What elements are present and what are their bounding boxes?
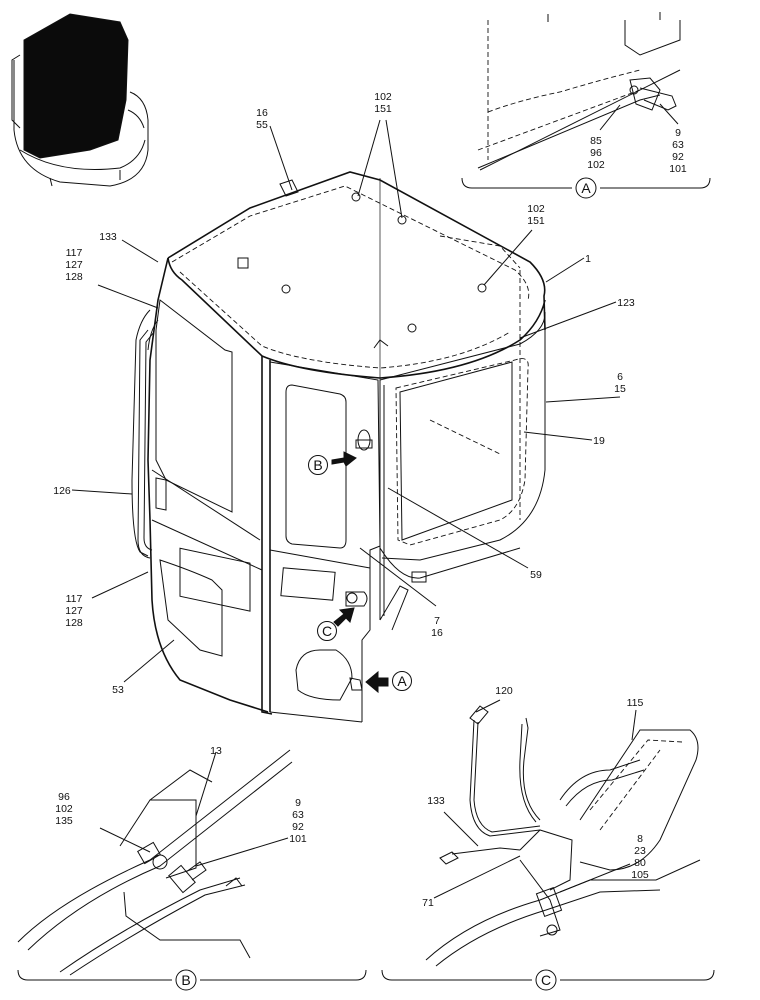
operator-cab-assembly bbox=[131, 171, 546, 723]
part-label-123: 123 bbox=[617, 297, 635, 309]
part-label-13: 13 bbox=[210, 745, 222, 757]
part-label-1: 1 bbox=[585, 253, 591, 265]
part-label-71: 71 bbox=[422, 897, 434, 909]
detail-b-callout: B bbox=[181, 972, 190, 988]
leader-lines bbox=[71, 119, 621, 683]
part-label-126: 126 bbox=[53, 485, 71, 497]
part-label-133: 133 bbox=[99, 231, 117, 243]
part-label-53: 53 bbox=[112, 684, 124, 696]
svg-text:C: C bbox=[322, 623, 332, 639]
detail-c-view: C bbox=[381, 699, 715, 991]
part-label-120: 120 bbox=[495, 685, 513, 697]
detail-b-view: B bbox=[17, 749, 367, 991]
machine-locator-thumbnail bbox=[11, 13, 149, 187]
svg-text:B: B bbox=[313, 457, 322, 473]
detail-a-callout: A bbox=[581, 180, 591, 196]
part-label-115: 115 bbox=[627, 697, 644, 709]
view-arrow-b: B bbox=[308, 451, 357, 475]
svg-text:A: A bbox=[397, 673, 407, 689]
detail-c-callout: C bbox=[541, 972, 551, 988]
view-arrow-a: A bbox=[365, 670, 412, 694]
part-label-59: 59 bbox=[530, 569, 542, 581]
part-label-133-c: 133 bbox=[427, 795, 445, 807]
view-arrow-c: C bbox=[317, 607, 355, 641]
detail-a-view: A bbox=[461, 12, 711, 199]
part-label-19: 19 bbox=[593, 435, 605, 447]
